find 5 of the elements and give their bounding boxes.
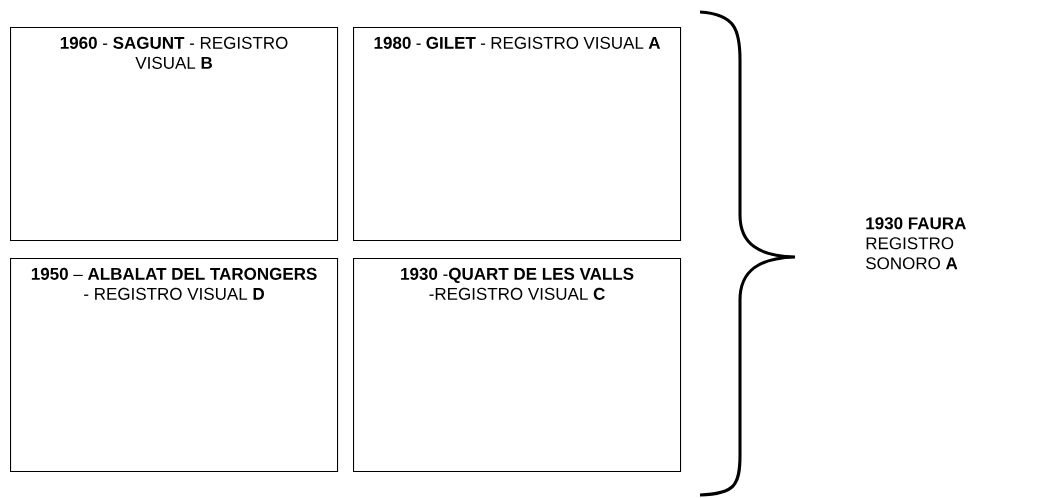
text-box: 1980 - GILET - REGISTRO VISUAL A — [353, 27, 682, 242]
text-box: 1950 – ALBALAT DEL TARONGERS - REGISTRO VISUAL D — [10, 258, 339, 473]
text-box: 1930 -QUART DE LES VALLS -REGISTRO VISUAL C — [353, 258, 682, 473]
side-note: 1930 FAURA REGISTRO SONORO A — [866, 217, 966, 270]
text-box: 1960 - SAGUNT - REGISTRO VISUAL B — [10, 27, 339, 242]
